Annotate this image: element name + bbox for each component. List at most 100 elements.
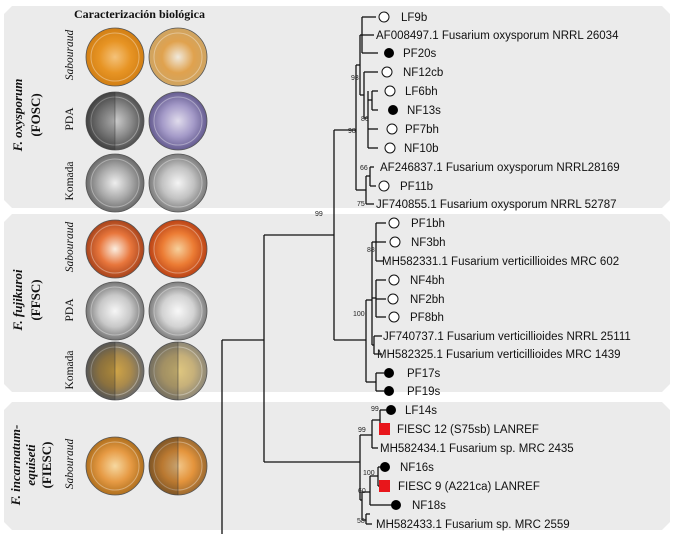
tip-label: AF008497.1 Fusarium oxysporum NRRL 26034 <box>376 30 619 42</box>
filled-circle-marker <box>380 462 390 472</box>
group-3-name-line2: equiseti <box>23 444 38 486</box>
bootstrap-value: 99 <box>315 211 323 218</box>
filled-circle-marker <box>384 386 394 396</box>
culture-plate <box>148 153 208 213</box>
culture-plate <box>85 153 145 213</box>
tip-entry: NF4bh <box>388 274 445 287</box>
tip-entry: LF14s <box>386 405 437 417</box>
group-3-code: (FIESC) <box>39 442 54 489</box>
group-1-medium-2: PDA <box>64 107 76 131</box>
tip-label: LF6bh <box>405 86 438 98</box>
open-circle-marker <box>388 274 400 286</box>
group-3-medium-1: Sabouraud <box>64 439 76 490</box>
tip-entry: PF11b <box>378 180 433 193</box>
group-2-name: F. fujikuroi <box>10 269 25 332</box>
bootstrap-value: 99 <box>358 427 366 434</box>
tip-entry: MH582434.1 Fusarium sp. MRC 2435 <box>380 443 574 455</box>
tip-entry: PF17s <box>384 368 440 380</box>
filled-circle-marker <box>384 48 394 58</box>
culture-plate <box>85 91 145 151</box>
culture-plate <box>85 27 145 87</box>
open-circle-marker <box>388 217 400 229</box>
culture-plate <box>148 436 208 496</box>
open-circle-marker <box>384 85 396 97</box>
filled-circle-marker <box>388 105 398 115</box>
culture-plate <box>148 27 208 87</box>
tip-entry: JF740737.1 Fusarium verticillioides NRRL… <box>383 331 631 343</box>
tip-entry: LF6bh <box>384 85 438 98</box>
tip-entry: NF16s <box>380 462 434 474</box>
tip-entry: AF246837.1 Fusarium oxysporum NRRL28169 <box>380 162 620 174</box>
tip-label: NF16s <box>400 462 434 474</box>
open-circle-marker <box>378 180 390 192</box>
bootstrap-value: 99 <box>371 406 379 413</box>
tip-entry: FIESC 9 (A221ca) LANREF <box>379 480 540 493</box>
tip-label: NF4bh <box>410 275 445 287</box>
bootstrap-value: 66 <box>360 165 368 172</box>
open-circle-marker <box>378 11 390 23</box>
tip-entry: NF3bh <box>389 236 446 249</box>
bootstrap-value: 93 <box>351 75 359 82</box>
tip-entry: PF19s <box>384 386 440 398</box>
bootstrap-value: 58 <box>357 518 365 525</box>
tip-label: PF17s <box>407 368 440 380</box>
culture-plate <box>148 91 208 151</box>
filled-circle-marker <box>391 500 401 510</box>
tip-label: PF19s <box>407 386 440 398</box>
bootstrap-value: 60 <box>358 488 366 495</box>
tip-entry: PF20s <box>384 48 436 60</box>
group-2-medium-1: Sabouraud <box>64 222 76 273</box>
tip-entry: FIESC 12 (S75sb) LANREF <box>379 423 539 436</box>
tip-label: NF3bh <box>411 237 446 249</box>
tip-label: PF1bh <box>411 218 445 230</box>
tip-label: PF7bh <box>405 124 439 136</box>
bootstrap-value: 88 <box>367 247 375 254</box>
group-panel-3 <box>4 402 670 530</box>
tip-label: PF11b <box>400 181 433 193</box>
culture-plate <box>85 281 145 341</box>
tip-entry: JF740855.1 Fusarium oxysporum NRRL 52787 <box>376 199 617 211</box>
filled-circle-marker <box>384 368 394 378</box>
open-circle-marker <box>389 236 401 248</box>
group-2-code: (FFSC) <box>28 279 43 320</box>
group-2-medium-3: Komada <box>64 351 76 390</box>
tip-label: NF13s <box>407 105 441 117</box>
open-circle-marker <box>381 66 393 78</box>
group-3-name-line1: F. incarnatum- <box>8 425 23 507</box>
bootstrap-value: 98 <box>348 128 356 135</box>
tip-label: NF2bh <box>410 294 445 306</box>
culture-plate <box>85 436 145 496</box>
tip-label: MH582433.1 Fusarium sp. MRC 2559 <box>376 519 570 531</box>
tip-entry: AF008497.1 Fusarium oxysporum NRRL 26034 <box>376 30 619 42</box>
biological-header: Caracterización biológica <box>74 7 205 21</box>
group-1-code: (FOSC) <box>28 93 43 136</box>
phylogenetic-tree <box>221 16 392 534</box>
tip-label: NF18s <box>412 500 446 512</box>
open-circle-marker <box>384 142 396 154</box>
culture-plate <box>148 341 208 401</box>
tip-label: JF740737.1 Fusarium verticillioides NRRL… <box>383 331 631 343</box>
culture-plate <box>85 219 145 279</box>
bootstrap-value: 100 <box>353 311 365 318</box>
tip-label: MH582331.1 Fusarium verticillioides MRC … <box>382 256 619 268</box>
filled-circle-marker <box>386 405 396 415</box>
tip-entry: PF7bh <box>386 123 439 136</box>
group-2-medium-2: PDA <box>64 298 76 322</box>
tip-label: JF740855.1 Fusarium oxysporum NRRL 52787 <box>376 199 617 211</box>
culture-plate <box>85 341 145 401</box>
tip-label: PF20s <box>403 48 436 60</box>
tip-entry: MH582331.1 Fusarium verticillioides MRC … <box>382 256 619 268</box>
culture-plates <box>85 27 208 496</box>
open-circle-marker <box>386 123 398 135</box>
tip-entry: NF18s <box>391 500 446 512</box>
tip-label: NF10b <box>404 143 439 155</box>
tip-label: FIESC 9 (A221ca) LANREF <box>398 481 540 493</box>
bootstrap-value: 100 <box>363 470 375 477</box>
tip-entry: NF10b <box>384 142 439 155</box>
group-labels: Caracterización biológica F. oxysporum (… <box>8 7 205 506</box>
culture-plate <box>148 219 208 279</box>
tip-entry: PF1bh <box>388 217 445 230</box>
tip-label: NF12cb <box>403 67 443 79</box>
